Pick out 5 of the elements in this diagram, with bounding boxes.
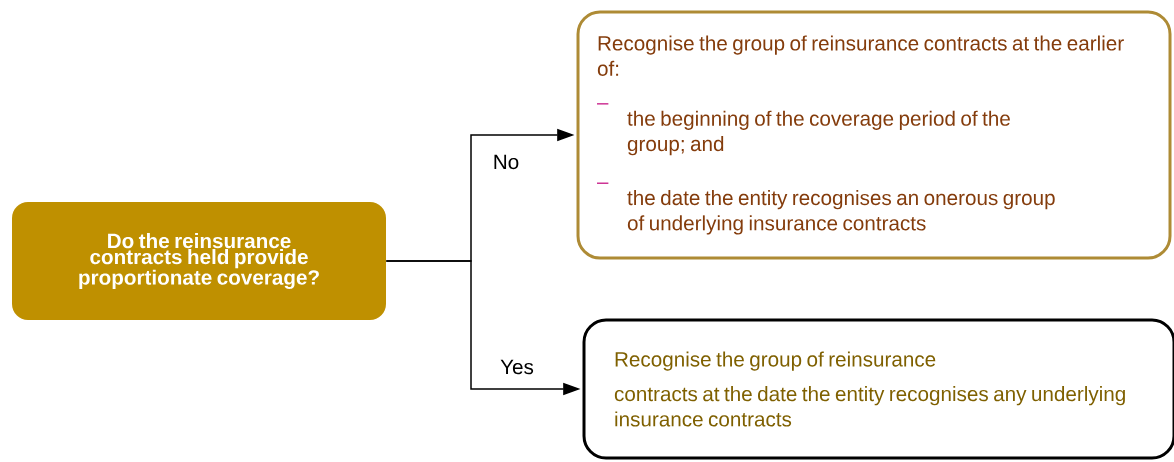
outcome-box: Recognise the group of reinsurance contracts at the earlier of: the beginning of the coverage period of the group; and the date the entity recognises an onerous group of underlying insurance contracts	[576, 10, 1172, 260]
decision-box: Do the reinsurance contracts held provide proportionate coverage?	[12, 202, 386, 320]
edge-label: Yes	[500, 359, 534, 375]
edge-label: No	[494, 154, 519, 170]
outcome-box: Recognise the group of reinsurance contracts at the date the entity recognises any underlying insurance contracts	[582, 318, 1174, 460]
